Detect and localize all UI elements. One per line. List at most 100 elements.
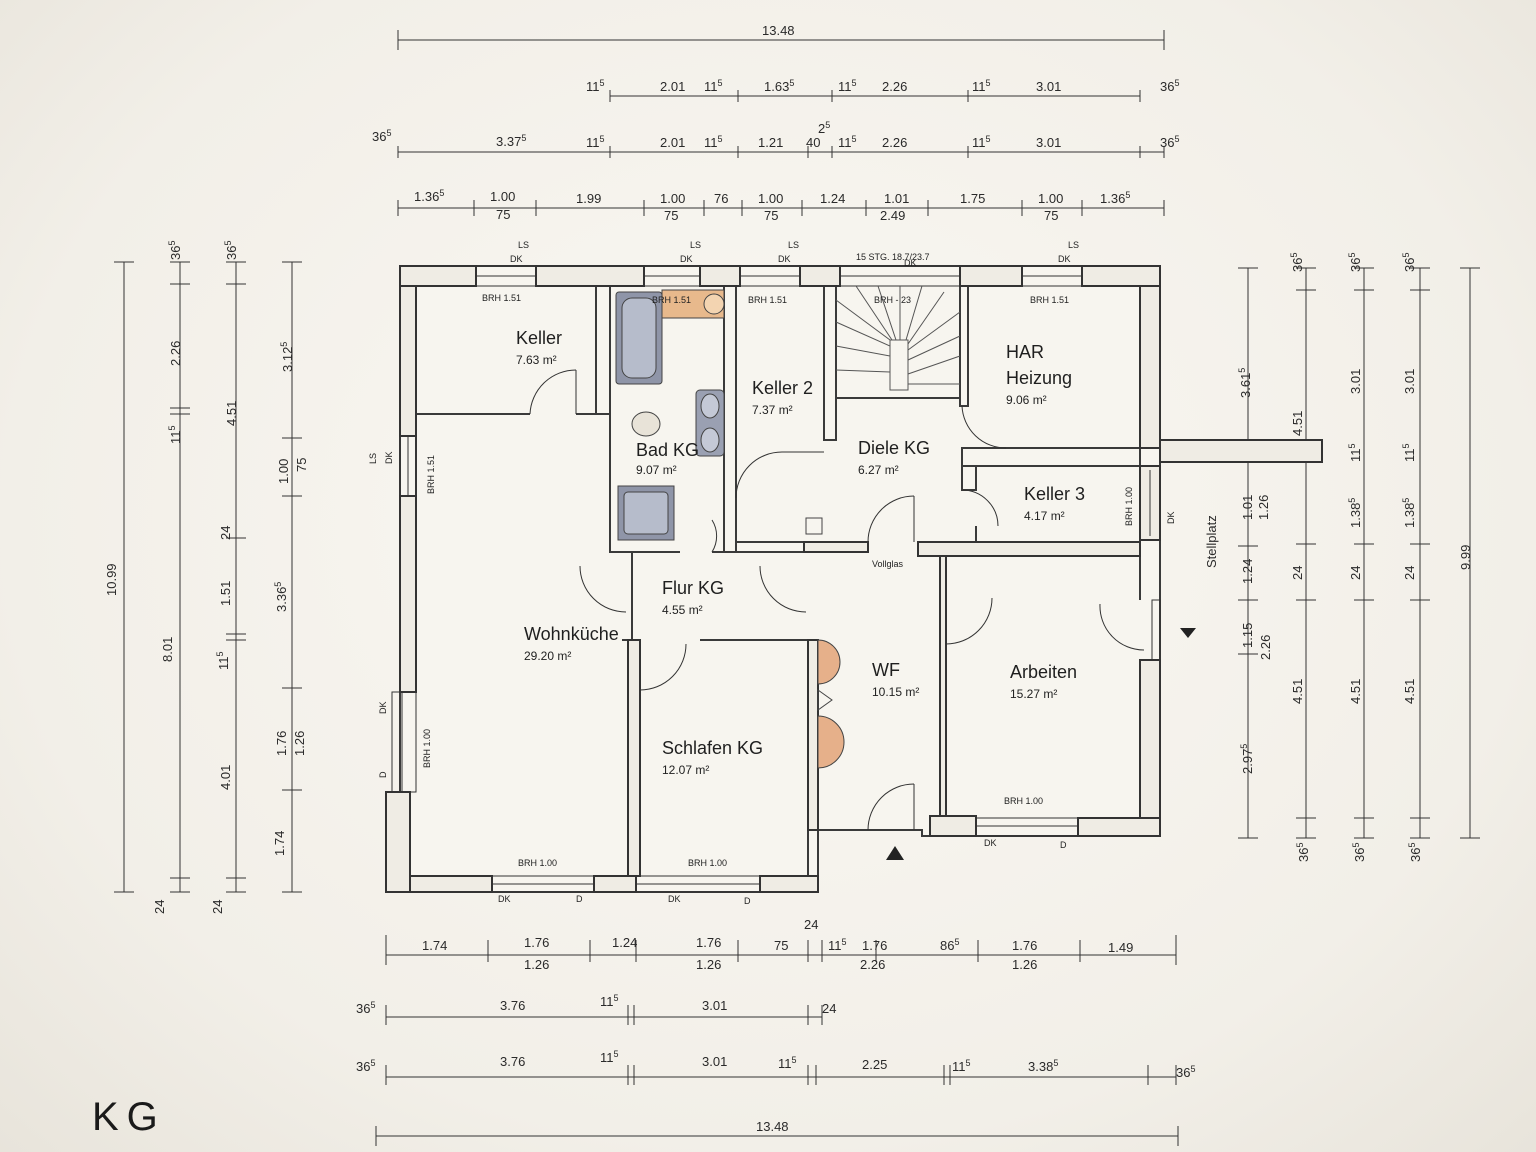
svg-text:DK: DK — [384, 451, 394, 464]
svg-text:1.00: 1.00 — [490, 189, 515, 204]
svg-text:1.26: 1.26 — [292, 731, 307, 756]
svg-text:1.76: 1.76 — [274, 731, 289, 756]
svg-text:1.49: 1.49 — [1108, 940, 1133, 955]
svg-text:1.00: 1.00 — [758, 191, 783, 206]
svg-text:115: 115 — [167, 425, 183, 444]
svg-text:1.75: 1.75 — [960, 191, 985, 206]
svg-text:2.26: 2.26 — [882, 79, 907, 94]
room-flur-name: Flur KG — [662, 578, 724, 598]
spiral-stairs — [817, 639, 845, 769]
svg-text:76: 76 — [714, 191, 728, 206]
room-wohnkueche-area: 29.20 m² — [524, 649, 571, 663]
room-diele-name: Diele KG — [858, 438, 930, 458]
top-dim-texts: 115 2.01 115 1.635 115 2.26 115 3.01 365… — [372, 78, 1179, 223]
svg-text:115: 115 — [838, 78, 857, 94]
svg-text:1.385: 1.385 — [1401, 498, 1417, 528]
svg-text:Vollglas: Vollglas — [872, 559, 904, 569]
svg-text:115: 115 — [778, 1055, 797, 1071]
svg-text:2.26: 2.26 — [860, 957, 885, 972]
svg-text:BRH 1.51: BRH 1.51 — [652, 295, 691, 305]
svg-text:2.01: 2.01 — [660, 135, 685, 150]
svg-text:BRH 1.00: BRH 1.00 — [1004, 796, 1043, 806]
window-labels: LS DK LS DK LS DK LS DK 15 STG. 18.7/23.… — [368, 240, 1176, 906]
svg-text:1.21: 1.21 — [758, 135, 783, 150]
svg-text:4.51: 4.51 — [1290, 411, 1305, 436]
svg-text:3.01: 3.01 — [1402, 369, 1417, 394]
svg-text:D: D — [378, 771, 388, 778]
svg-text:4.51: 4.51 — [1348, 679, 1363, 704]
svg-text:3.615: 3.615 — [1237, 368, 1253, 398]
svg-text:2.01: 2.01 — [660, 79, 685, 94]
svg-text:BRH 1.51: BRH 1.51 — [748, 295, 787, 305]
svg-text:1.01: 1.01 — [1240, 495, 1255, 520]
svg-text:365: 365 — [1160, 78, 1179, 94]
svg-text:D: D — [744, 896, 751, 906]
svg-text:24: 24 — [822, 1001, 836, 1016]
svg-text:LS: LS — [788, 240, 799, 250]
svg-text:75: 75 — [496, 207, 510, 222]
svg-text:BRH 1.51: BRH 1.51 — [426, 455, 436, 494]
svg-text:1.26: 1.26 — [696, 957, 721, 972]
room-keller2-area: 7.37 m² — [752, 403, 793, 417]
svg-text:1.24: 1.24 — [612, 935, 637, 950]
svg-text:4.51: 4.51 — [1290, 679, 1305, 704]
svg-text:BRH 1.51: BRH 1.51 — [482, 293, 521, 303]
doors — [529, 369, 1145, 831]
left-dimensions — [114, 261, 302, 893]
svg-text:3.365: 3.365 — [273, 582, 289, 612]
room-bad-area: 9.07 m² — [636, 463, 677, 477]
svg-text:1.76: 1.76 — [1012, 938, 1037, 953]
svg-text:365: 365 — [1176, 1064, 1195, 1080]
svg-text:1.99: 1.99 — [576, 191, 601, 206]
svg-text:365: 365 — [356, 1058, 375, 1074]
bottom-dim-texts: 1.74 1.76 1.26 1.24 1.76 1.26 75 24 115 … — [356, 917, 1195, 1080]
svg-text:25: 25 — [818, 120, 830, 136]
svg-text:BRH 1.00: BRH 1.00 — [422, 729, 432, 768]
room-arbeiten-name: Arbeiten — [1010, 662, 1077, 682]
room-har-line1: HAR — [1006, 342, 1044, 362]
svg-text:24: 24 — [1290, 566, 1305, 580]
room-keller3-name: Keller 3 — [1024, 484, 1085, 504]
svg-text:865: 865 — [940, 937, 959, 953]
svg-text:2.26: 2.26 — [168, 341, 183, 366]
svg-text:DK: DK — [778, 254, 791, 264]
svg-text:115: 115 — [952, 1058, 971, 1074]
svg-text:365: 365 — [223, 241, 239, 260]
svg-text:24: 24 — [210, 900, 225, 914]
svg-text:3.01: 3.01 — [702, 998, 727, 1013]
svg-text:3.01: 3.01 — [1348, 369, 1363, 394]
svg-text:10.99: 10.99 — [104, 563, 119, 596]
svg-text:3.125: 3.125 — [279, 342, 295, 372]
svg-text:75: 75 — [294, 458, 309, 472]
svg-text:1.365: 1.365 — [414, 188, 444, 204]
svg-text:D: D — [1060, 840, 1067, 850]
svg-text:365: 365 — [1401, 253, 1417, 272]
svg-text:115: 115 — [1401, 443, 1417, 462]
svg-text:365: 365 — [167, 241, 183, 260]
svg-text:365: 365 — [1407, 843, 1423, 862]
svg-text:2.975: 2.975 — [1239, 744, 1255, 774]
bath-fixtures — [615, 289, 725, 541]
svg-text:115: 115 — [704, 134, 723, 150]
room-flur-area: 4.55 m² — [662, 603, 703, 617]
svg-text:24: 24 — [218, 526, 233, 540]
svg-text:2.26: 2.26 — [882, 135, 907, 150]
svg-text:BRH 1.00: BRH 1.00 — [688, 858, 727, 868]
svg-text:DK: DK — [510, 254, 523, 264]
svg-text:115: 115 — [972, 78, 991, 94]
svg-text:1.51: 1.51 — [218, 581, 233, 606]
svg-text:75: 75 — [774, 938, 788, 953]
svg-text:4.51: 4.51 — [1402, 679, 1417, 704]
svg-text:1.15: 1.15 — [1240, 623, 1255, 648]
svg-text:LS: LS — [368, 453, 378, 464]
svg-text:2.26: 2.26 — [1258, 635, 1273, 660]
svg-text:115: 115 — [600, 1049, 619, 1065]
svg-text:24: 24 — [804, 917, 818, 932]
svg-text:75: 75 — [764, 208, 778, 223]
svg-text:DK: DK — [1166, 511, 1176, 524]
svg-text:3.01: 3.01 — [1036, 79, 1061, 94]
right-dim-texts: 3.615 1.01 1.26 1.24 1.15 2.26 2.975 365… — [1237, 253, 1473, 862]
svg-text:1.26: 1.26 — [1012, 957, 1037, 972]
